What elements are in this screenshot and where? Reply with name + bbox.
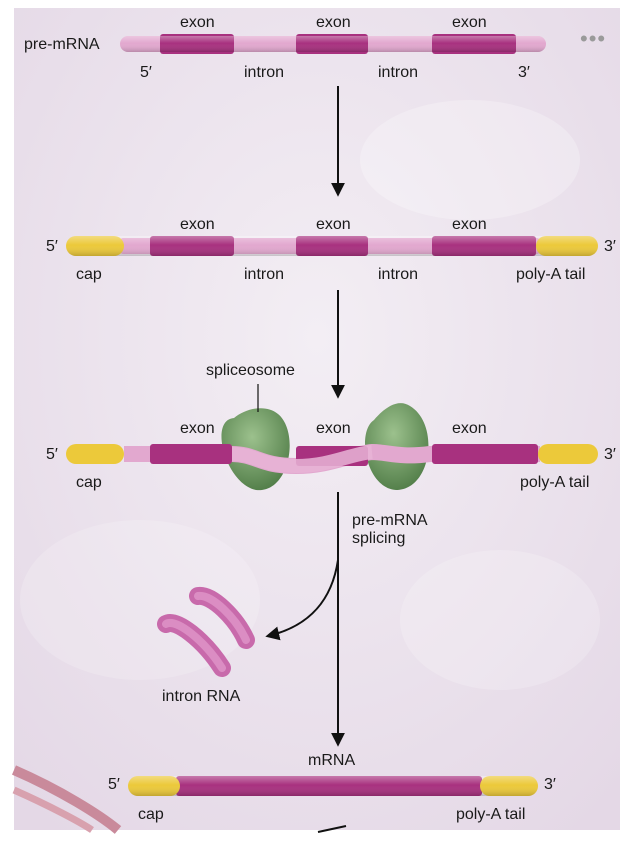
three-prime-label: 3′ <box>604 238 616 255</box>
cap-label: cap <box>76 474 102 491</box>
pre-mrna-label: pre-mRNA <box>24 36 100 53</box>
three-prime-label: 3′ <box>604 446 616 463</box>
intron-label: intron <box>378 64 419 81</box>
arrow-continuation <box>317 825 347 833</box>
poly-a-tail-label: poly-A tail <box>516 266 586 283</box>
nuclear-envelope <box>12 765 122 834</box>
cap-label: cap <box>138 806 164 823</box>
pre-mrna-strand <box>120 34 546 54</box>
intron-label: intron <box>378 266 419 283</box>
cell-background <box>14 8 620 830</box>
exon-label: exon <box>316 420 351 437</box>
three-prime-label: 3′ <box>518 64 530 81</box>
intron-label: intron <box>244 266 285 283</box>
poly-a-tail-label: poly-A tail <box>456 806 526 823</box>
exon-label: exon <box>452 14 487 31</box>
processed-pre-mrna-strand <box>66 236 598 256</box>
mrna-label: mRNA <box>308 752 356 769</box>
spliceosome-label: spliceosome <box>206 362 295 379</box>
cap-segment <box>66 444 124 464</box>
cap-label: cap <box>76 266 102 283</box>
exon-label: exon <box>180 420 215 437</box>
exon-label: exon <box>316 14 351 31</box>
more-options-button[interactable]: ••• <box>580 26 607 51</box>
five-prime-label: 5′ <box>46 446 58 463</box>
splicing-pre-mrna-strand <box>66 443 598 475</box>
five-prime-label: 5′ <box>108 776 120 793</box>
exon-segment <box>432 444 538 464</box>
splicing-label-line1: pre-mRNA <box>352 512 428 529</box>
exon-label: exon <box>316 216 351 233</box>
exon-segment <box>150 444 232 464</box>
five-prime-label: 5′ <box>46 238 58 255</box>
exon-label: exon <box>452 420 487 437</box>
exon-label: exon <box>452 216 487 233</box>
intron-rna-label: intron RNA <box>162 688 241 705</box>
exon-label: exon <box>180 14 215 31</box>
splicing-label-line2: splicing <box>352 530 406 547</box>
mature-mrna-strand <box>128 776 538 796</box>
poly-a-tail-label: poly-A tail <box>520 474 590 491</box>
arrow-to-introns <box>265 559 339 641</box>
exon-label: exon <box>180 216 215 233</box>
five-prime-label: 5′ <box>140 64 152 81</box>
poly-a-segment <box>538 444 598 464</box>
intron-label: intron <box>244 64 285 81</box>
excised-intron-rna <box>157 587 255 677</box>
three-prime-label: 3′ <box>544 776 556 793</box>
